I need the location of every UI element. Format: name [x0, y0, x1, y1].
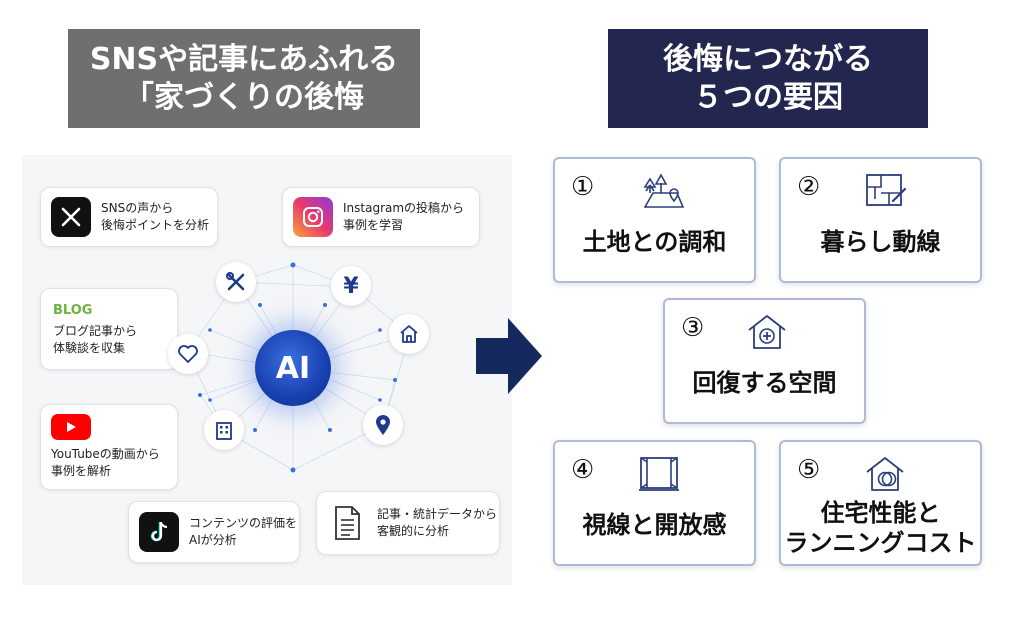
source-card-articles: 記事・統計データから 客観的に分析	[316, 491, 500, 555]
tools-icon	[216, 262, 256, 302]
cost-house-icon	[866, 457, 904, 491]
factor-1-number: ①	[571, 172, 595, 202]
factor-card-1: ① 土地との調和	[553, 157, 756, 283]
factor-card-3: ③ 回復する空間	[663, 298, 866, 424]
youtube-logo-icon	[51, 414, 91, 440]
ai-core: AI	[255, 330, 331, 406]
yen-symbol: ¥	[343, 273, 359, 299]
factor-card-5: ⑤ 住宅性能と ランニングコスト	[779, 440, 982, 566]
right-arrow-icon	[476, 318, 542, 394]
location-pin-icon	[363, 405, 403, 445]
factor-2-label: 暮らし動線	[820, 228, 941, 256]
source-card-blog: BLOG ブログ記事から 体験談を収集	[40, 288, 178, 370]
source-youtube-line1: YouTubeの動画から	[51, 447, 160, 461]
yen-icon: ¥	[331, 266, 371, 306]
source-sns-line2: 後悔ポイントを分析	[101, 218, 210, 232]
ai-label: AI	[275, 350, 311, 386]
factor-2-number: ②	[797, 172, 821, 202]
x-logo-icon	[51, 197, 91, 237]
source-card-instagram: Instagramの投稿から 事例を学習	[282, 187, 480, 247]
source-instagram-line2: 事例を学習	[343, 218, 404, 232]
left-banner-line1: SNSや記事にあふれる	[89, 41, 399, 77]
factor-4-label: 視線と開放感	[582, 511, 727, 539]
factor-4-number: ④	[571, 455, 595, 485]
source-card-youtube: YouTubeの動画から 事例を解析	[40, 404, 178, 490]
factor-1-label: 土地との調和	[582, 228, 727, 256]
land-map-icon	[643, 173, 685, 208]
source-blog-line1: ブログ記事から	[53, 323, 138, 338]
home-icon	[389, 314, 429, 354]
instagram-logo-icon	[293, 197, 333, 237]
open-window-icon	[639, 457, 679, 491]
right-banner: 後悔につながる ５つの要因	[608, 29, 928, 128]
building-icon	[204, 410, 244, 450]
source-card-sns: SNSの声から 後悔ポイントを分析	[40, 187, 218, 247]
source-card-tiktok: コンテンツの評価を AIが分析	[128, 501, 300, 563]
factor-card-2: ② 暮らし動線	[779, 157, 982, 283]
source-articles-line2: 客観的に分析	[377, 524, 450, 538]
tiktok-logo-icon	[139, 512, 179, 552]
source-instagram-line1: Instagramの投稿から	[343, 201, 465, 215]
factor-3-number: ③	[681, 313, 705, 343]
blog-badge: BLOG	[53, 302, 93, 318]
document-icon	[327, 503, 367, 543]
factor-3-label: 回復する空間	[692, 369, 837, 397]
factor-5-label-line2: ランニングコスト	[784, 529, 977, 557]
source-youtube-line2: 事例を解析	[51, 464, 112, 478]
heart-icon	[168, 334, 208, 374]
source-tiktok-line2: AIが分析	[189, 533, 237, 547]
right-banner-line1: 後悔につながる	[663, 41, 873, 77]
healing-house-icon	[748, 315, 786, 349]
source-articles-line1: 記事・統計データから	[377, 507, 498, 521]
factor-5-label-line1: 住宅性能と	[820, 499, 941, 527]
factor-5-number: ⑤	[797, 455, 821, 485]
floor-plan-icon	[866, 174, 907, 206]
left-banner-line2: 「家づくりの後悔	[124, 79, 364, 115]
left-banner: SNSや記事にあふれる 「家づくりの後悔	[68, 29, 420, 128]
source-tiktok-line1: コンテンツの評価を	[189, 516, 298, 530]
factor-card-4: ④ 視線と開放感	[553, 440, 756, 566]
source-sns-line1: SNSの声から	[101, 201, 174, 215]
right-banner-line2: ５つの要因	[693, 79, 843, 115]
source-blog-line2: 体験談を収集	[53, 340, 126, 355]
